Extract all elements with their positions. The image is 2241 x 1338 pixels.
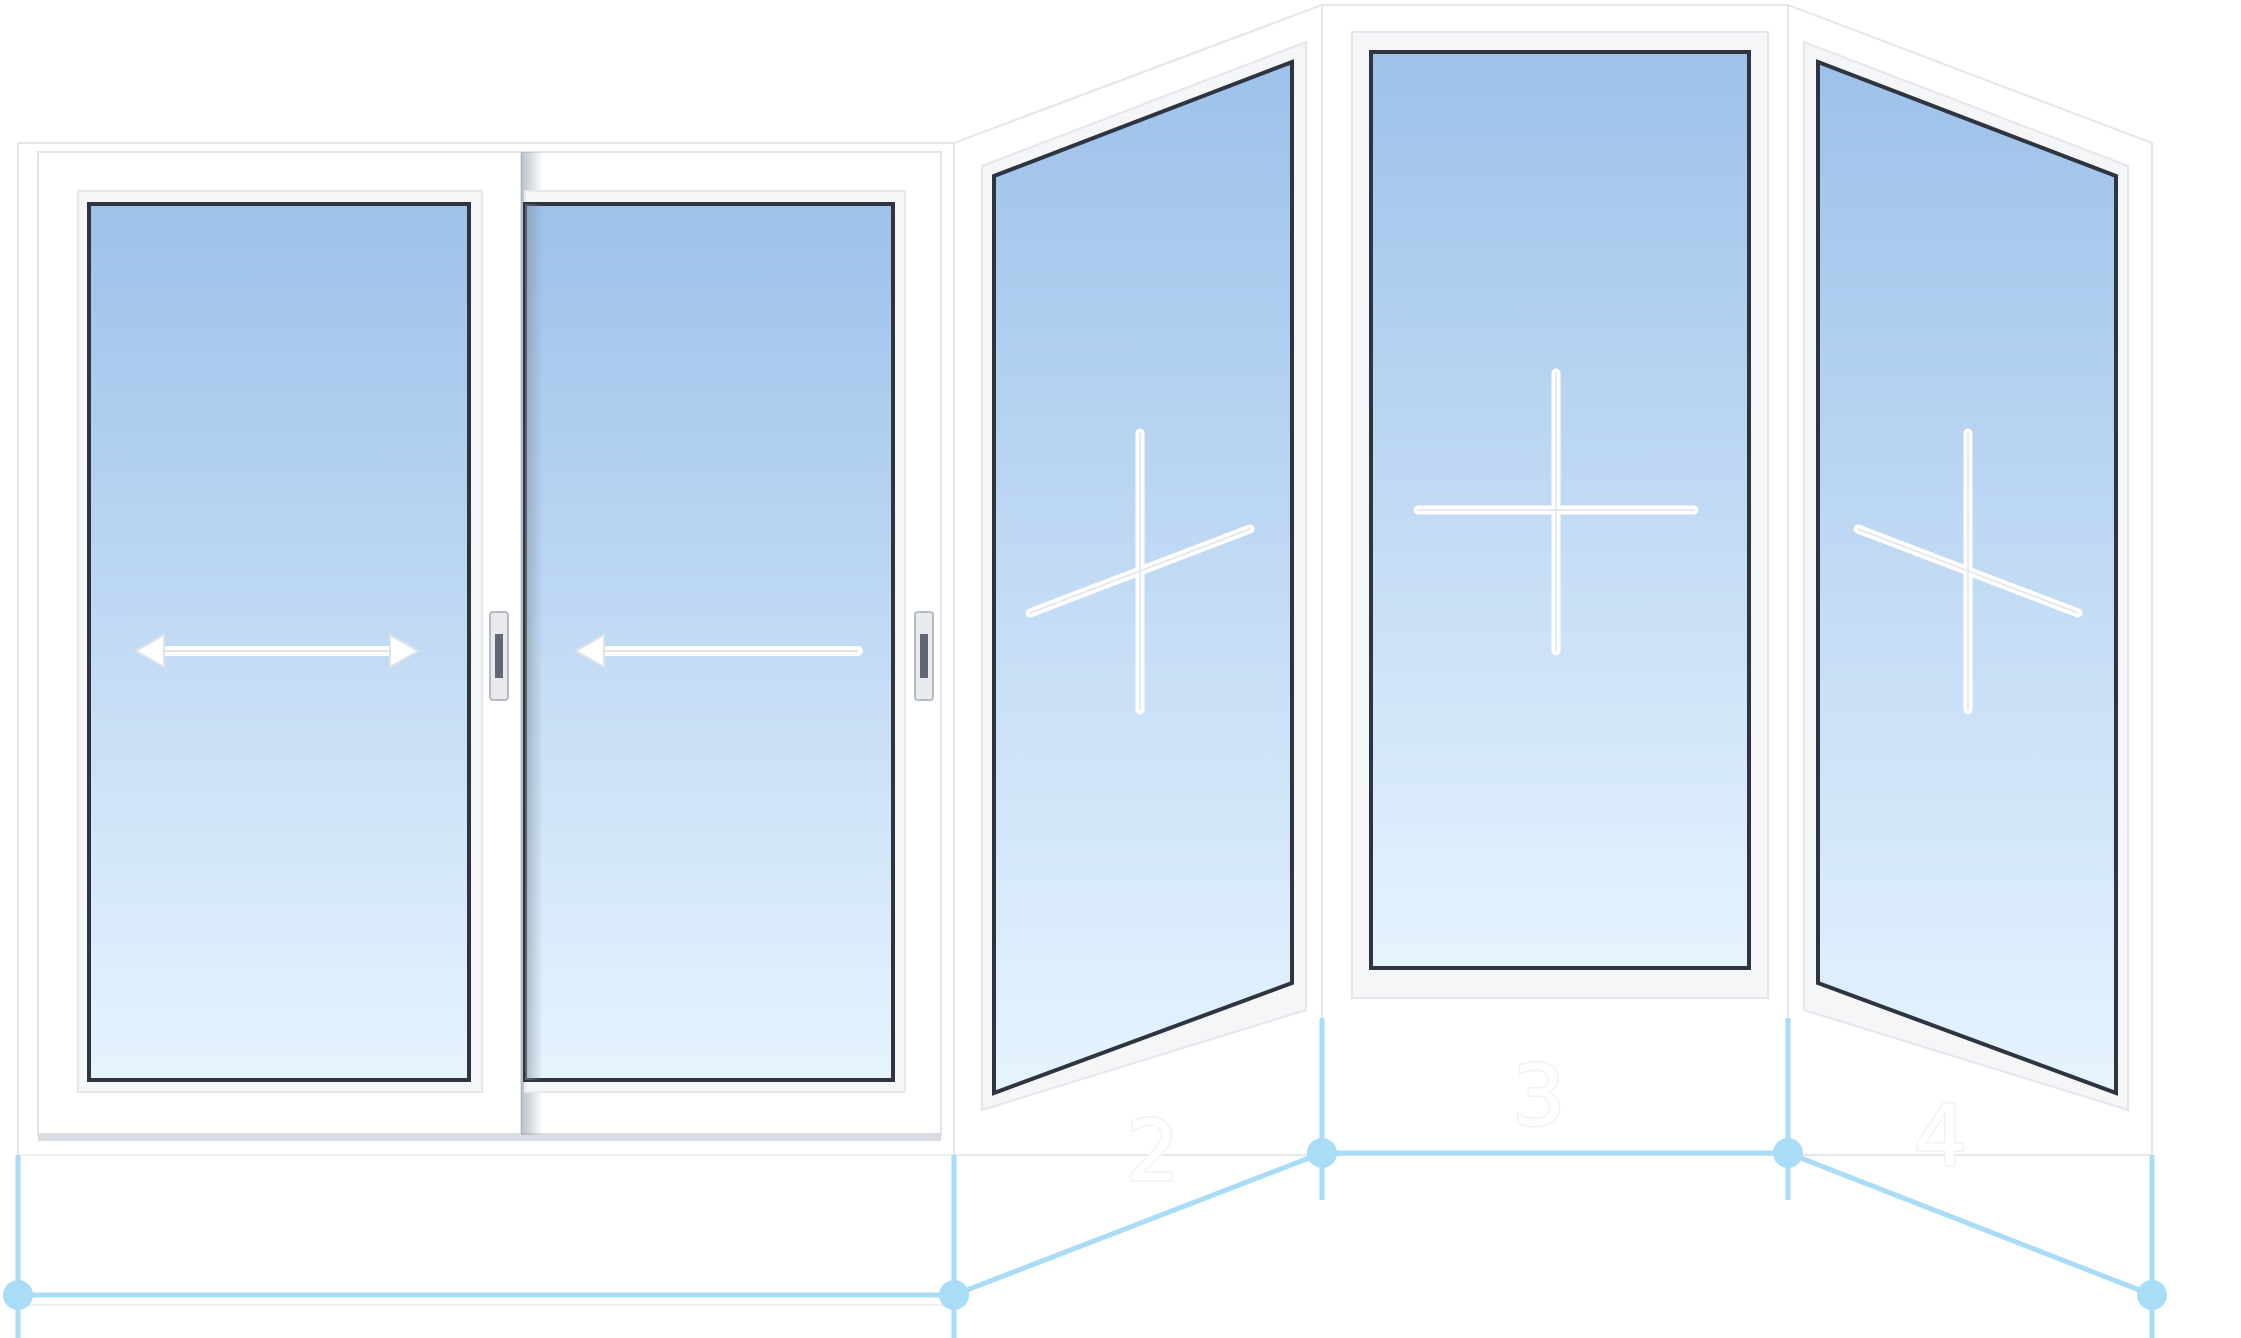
handle-icon[interactable] bbox=[914, 611, 934, 701]
fixed-cross-icon bbox=[1025, 428, 1255, 715]
dimension-node[interactable] bbox=[3, 1280, 33, 1310]
handle-icon[interactable] bbox=[489, 611, 509, 701]
sash-left[interactable] bbox=[37, 151, 523, 1141]
dimension-nodes bbox=[3, 1138, 2167, 1310]
sash-right[interactable] bbox=[520, 151, 942, 1141]
segment-1-sliding bbox=[17, 142, 955, 1306]
segment-1-sill bbox=[17, 1154, 955, 1306]
fixed-cross-icon bbox=[1413, 368, 1699, 656]
segment-2-label: 2 bbox=[1126, 1102, 1179, 1200]
dimension-node[interactable] bbox=[2137, 1280, 2167, 1310]
segment-4-fixed: 4 bbox=[1787, 3, 2153, 1187]
dimension-node[interactable] bbox=[1773, 1138, 1803, 1168]
segment-3-label: 3 bbox=[1512, 1047, 1565, 1145]
dimension-node[interactable] bbox=[939, 1280, 969, 1310]
glass-pane-1a bbox=[87, 202, 471, 1082]
segment-3-fixed: 3 bbox=[1321, 4, 1789, 1156]
left-arrow-icon bbox=[573, 633, 863, 669]
glass-pane-1b bbox=[523, 202, 895, 1082]
fixed-cross-icon bbox=[1853, 428, 2083, 715]
segment-2-fixed: 2 bbox=[953, 3, 1323, 1202]
double-arrow-icon bbox=[133, 633, 421, 669]
segment-4-label: 4 bbox=[1914, 1087, 1967, 1185]
dimension-node[interactable] bbox=[1307, 1138, 1337, 1168]
